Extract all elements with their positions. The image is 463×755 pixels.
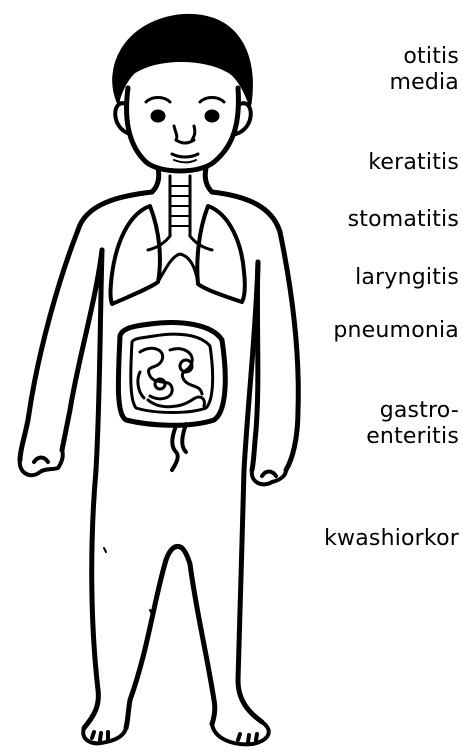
large-intestine xyxy=(118,323,225,426)
label-otitis-media-line2: media xyxy=(389,70,459,96)
label-stomatitis: stomatitis xyxy=(348,207,459,233)
large-intestine-inner xyxy=(131,334,213,412)
label-kwashiorkor: kwashiorkor xyxy=(324,526,459,552)
neck-right xyxy=(205,168,212,192)
left-leg-inner xyxy=(126,560,166,728)
label-otitis-media: otitis media xyxy=(389,44,459,96)
label-gastroenteritis: gastro- enteritis xyxy=(366,398,459,450)
left-lung xyxy=(111,206,160,304)
neck-left xyxy=(152,168,159,192)
face xyxy=(146,98,224,163)
left-leg-outer xyxy=(84,470,98,728)
label-keratitis: keratitis xyxy=(368,150,459,176)
right-leg-inner xyxy=(190,564,215,724)
hair xyxy=(114,15,252,104)
left-hand xyxy=(20,450,63,475)
right-arm-outer xyxy=(280,232,298,470)
label-otitis-media-line1: otitis xyxy=(389,44,459,70)
label-pneumonia: pneumonia xyxy=(333,318,459,344)
crotch xyxy=(166,547,190,565)
right-leg-outer xyxy=(238,470,262,722)
small-intestine xyxy=(138,348,204,406)
right-shoulder xyxy=(212,192,280,232)
label-gastroenteritis-line1: gastro- xyxy=(366,398,459,424)
leg-marks xyxy=(104,548,152,614)
right-lung xyxy=(197,206,245,302)
label-gastroenteritis-line2: enteritis xyxy=(366,424,459,450)
heart-area xyxy=(158,254,198,284)
right-hand xyxy=(252,470,286,484)
rectum xyxy=(172,424,186,470)
label-laryngitis: laryngitis xyxy=(355,265,459,291)
right-foot xyxy=(212,722,269,744)
left-foot xyxy=(83,728,126,743)
